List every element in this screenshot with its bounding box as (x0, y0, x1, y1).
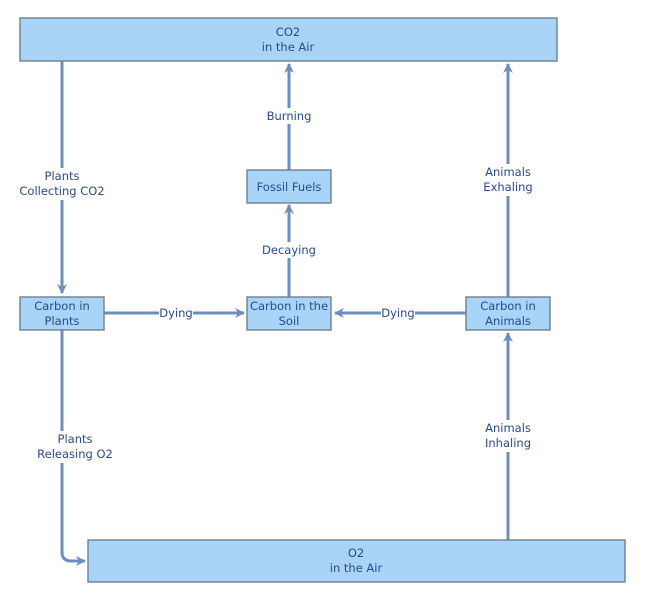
edge-label-exhaling: Animals Exhaling (482, 164, 534, 196)
edge-plants-releasing-o2 (60, 330, 86, 566)
node-o2-in-air: O2 in the Air (87, 539, 626, 583)
node-carbon-in-plants: Carbon in Plants (19, 296, 105, 331)
edge-label-dying-plants-line1: Dying (159, 306, 192, 320)
edge-label-collecting-line1: Plants (45, 169, 80, 183)
edge-label-inhaling-line1: Animals (485, 421, 531, 435)
edge-label-exhaling-line2: Exhaling (483, 180, 532, 194)
node-o2-line1: O2 (348, 546, 364, 560)
edge-label-dying-animals: Dying (381, 305, 415, 321)
edge-label-releasing: Plants Releasing O2 (32, 431, 118, 463)
node-co2-line1: CO2 (276, 25, 300, 39)
edge-label-exhaling-line1: Animals (485, 165, 531, 179)
node-plants-line2: Plants (45, 314, 80, 328)
node-animals-line1: Carbon in (480, 299, 536, 313)
edge-label-collecting-line2: Collecting CO2 (19, 184, 104, 198)
node-co2-line2: in the Air (262, 40, 315, 54)
edge-label-dying-plants: Dying (159, 305, 193, 321)
node-carbon-in-animals: Carbon in Animals (465, 296, 551, 331)
edge-label-releasing-line1: Plants (58, 432, 93, 446)
edge-label-burning-line1: Burning (267, 109, 312, 123)
edge-label-inhaling-line2: Inhaling (485, 436, 531, 450)
node-o2-line2: in the Air (330, 561, 383, 575)
node-soil-line1: Carbon in the (250, 299, 328, 313)
node-fossil-fuels: Fossil Fuels (246, 169, 332, 204)
edge-label-inhaling: Animals Inhaling (482, 420, 534, 452)
node-plants-line1: Carbon in (34, 299, 90, 313)
node-fossil-line1: Fossil Fuels (257, 180, 322, 194)
edge-label-collecting: Plants Collecting CO2 (19, 168, 106, 200)
edge-label-decaying: Decaying (262, 242, 316, 258)
edge-label-burning: Burning (266, 108, 312, 124)
node-carbon-in-soil: Carbon in the Soil (246, 296, 332, 331)
edge-label-decaying-line1: Decaying (262, 243, 316, 257)
edge-label-dying-animals-line1: Dying (381, 306, 414, 320)
node-soil-line2: Soil (279, 314, 300, 328)
node-co2-in-air: CO2 in the Air (19, 17, 558, 62)
node-animals-line2: Animals (485, 314, 531, 328)
edge-label-releasing-line2: Releasing O2 (37, 447, 113, 461)
